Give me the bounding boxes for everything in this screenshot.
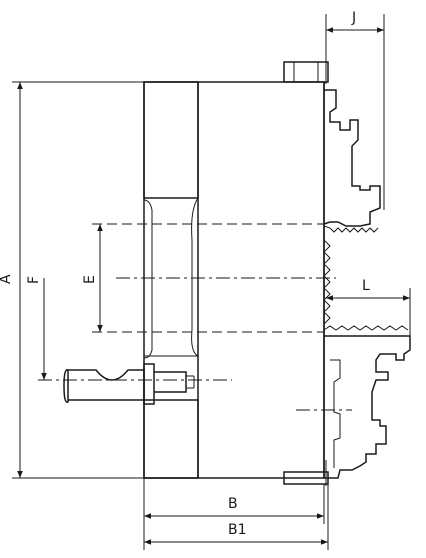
label-B: B [228,496,238,512]
dimension-F: F [26,276,47,380]
hatched-section-mid [143,355,199,401]
hidden-lines [92,223,324,333]
dimension-A: A [0,81,144,479]
hatched-section-bottom [143,399,199,479]
dimension-E: E [82,224,103,332]
label-E: E [82,275,98,284]
label-B1: B1 [228,522,247,538]
label-L: L [362,278,370,294]
dimension-L: L [326,278,411,336]
hatched-section-top [143,81,199,199]
label-A: A [0,274,14,284]
label-J: J [351,10,356,26]
jaw-key-top [283,61,329,485]
chuck-body [143,81,325,479]
jaw-serrations [323,225,409,331]
jaw-top [323,89,381,227]
dimension-J: J [325,10,385,210]
center-lines [38,277,352,486]
dimension-B: B [143,478,325,550]
dimension-B1: B1 [144,478,329,550]
bore-profile [143,197,199,359]
pinion-stud [63,363,195,405]
label-F: F [26,276,42,284]
jaw-bottom [324,335,411,479]
